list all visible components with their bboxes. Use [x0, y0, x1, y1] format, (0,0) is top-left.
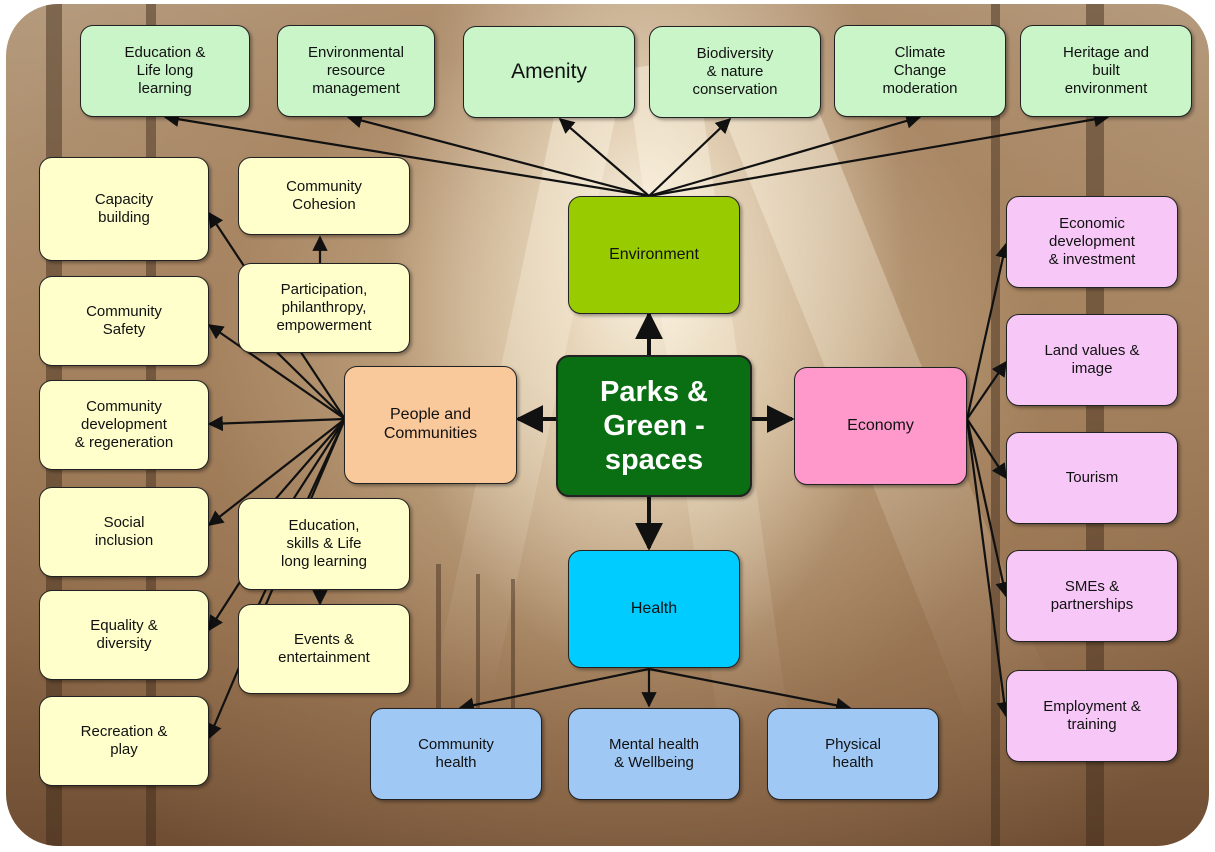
arrow-eco-item	[965, 418, 1012, 718]
arrow-eco-item	[966, 418, 1007, 480]
arrow-env-item	[558, 117, 650, 197]
env-item-amenity: Amenity	[463, 26, 635, 118]
env-item-heritage: Heritage and built environment	[1020, 25, 1192, 117]
economy-item-land-values: Land values & image	[1006, 314, 1178, 406]
env-item-resource-management: Environmental resource management	[277, 25, 435, 117]
parks-greenspaces-center: Parks & Green - spaces	[556, 355, 752, 497]
people-item-community-development: Community development & regeneration	[39, 380, 209, 470]
people-item-equality-diversity: Equality & diversity	[39, 590, 209, 680]
economy-item-smes-partnerships: SMEs & partnerships	[1006, 550, 1178, 642]
arrow-env-item	[346, 113, 650, 198]
people-item-community-safety: Community Safety	[39, 276, 209, 366]
health-item-community-health: Community health	[370, 708, 542, 800]
env-item-biodiversity: Biodiversity & nature conservation	[649, 26, 821, 118]
hub-environment: Environment	[568, 196, 740, 314]
fence-post	[511, 579, 515, 719]
people-item-education-skills: Education, skills & Life long learning	[238, 498, 410, 590]
hub-health: Health	[568, 550, 740, 668]
arrow-people-item	[207, 324, 346, 420]
people-item-participation: Participation, philanthropy, empowerment	[238, 263, 410, 353]
arrow-people-item	[207, 418, 346, 526]
economy-item-employment-training: Employment & training	[1006, 670, 1178, 762]
hub-economy: Economy	[794, 367, 967, 485]
arrow-eco-item	[965, 242, 1011, 420]
arrow-health-item	[648, 667, 852, 713]
arrow-env-item	[648, 113, 922, 198]
arrow-env-item	[648, 117, 732, 197]
arrow-env-item	[648, 111, 1110, 198]
env-item-climate-change: Climate Change moderation	[834, 25, 1006, 117]
fence-post	[436, 564, 441, 744]
people-item-events-entertainment: Events & entertainment	[238, 604, 410, 694]
people-item-capacity-building: Capacity building	[39, 157, 209, 261]
people-item-recreation-play: Recreation & play	[39, 696, 209, 786]
arrow-eco-item	[965, 418, 1011, 598]
hub-people-communities: People and Communities	[344, 366, 517, 484]
env-item-education: Education & Life long learning	[80, 25, 250, 117]
arrow-env-item	[163, 111, 650, 198]
fence-post	[476, 574, 480, 734]
health-item-physical-health: Physical health	[767, 708, 939, 800]
arrow-health-item	[458, 667, 650, 713]
people-item-community-cohesion: Community Cohesion	[238, 157, 410, 235]
tree-trunk	[991, 4, 1000, 846]
arrow-eco-item	[966, 360, 1007, 420]
economy-item-economic-development: Economic development & investment	[1006, 196, 1178, 288]
arrow-people-item	[207, 415, 346, 432]
economy-item-tourism: Tourism	[1006, 432, 1178, 524]
people-item-social-inclusion: Social inclusion	[39, 487, 209, 577]
health-item-mental-health: Mental health & Wellbeing	[568, 708, 740, 800]
